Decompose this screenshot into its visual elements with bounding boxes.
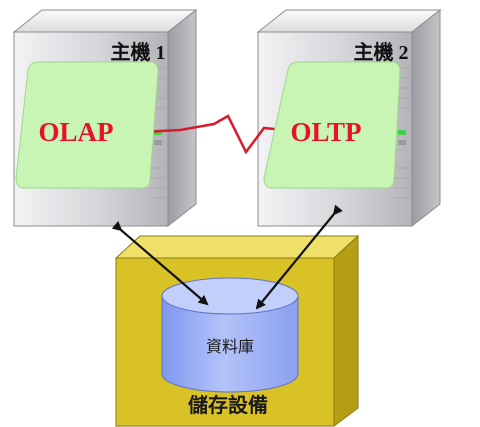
host-label-1: 主機 1 bbox=[111, 40, 166, 64]
app-box-olap: OLAP bbox=[15, 61, 159, 189]
power-led-icon bbox=[154, 130, 162, 135]
network-link bbox=[141, 114, 285, 155]
app-label-oltp: OLTP bbox=[290, 117, 361, 147]
disk-led-icon bbox=[398, 140, 406, 145]
power-led-icon bbox=[398, 130, 406, 135]
host-label-2: 主機 2 bbox=[354, 40, 409, 64]
database-label: 資料庫 bbox=[206, 337, 254, 356]
app-box-oltp: OLTP bbox=[263, 61, 401, 189]
storage-label: 儲存設備 bbox=[188, 393, 268, 417]
arrow-oltp-db bbox=[255, 204, 343, 310]
disk-led-icon bbox=[154, 140, 162, 145]
arrow-olap-db bbox=[111, 220, 209, 306]
app-label-olap: OLAP bbox=[38, 117, 113, 147]
database-cylinder: 資料庫 bbox=[161, 277, 299, 393]
